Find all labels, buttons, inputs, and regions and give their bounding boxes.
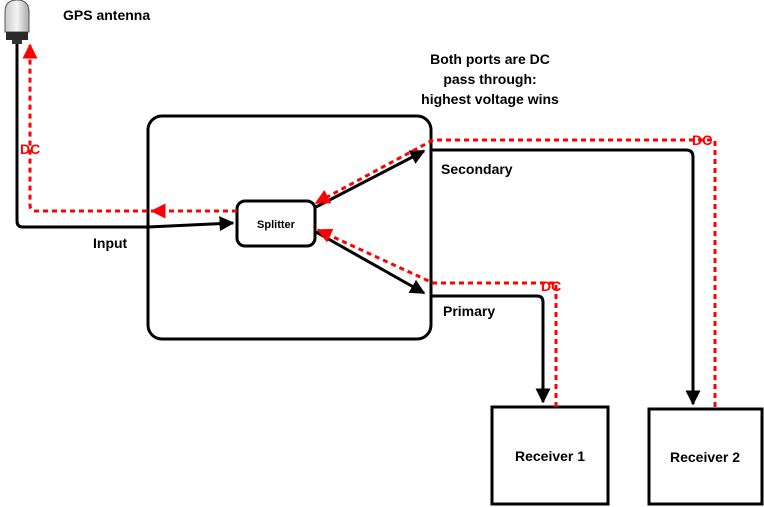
receiver-2-box [647, 407, 764, 506]
gps-antenna-label: GPS antenna [63, 7, 150, 23]
secondary-to-receiver-2-wire [431, 148, 701, 406]
receiver-1-label: Receiver 1 [515, 448, 585, 464]
dc-label-primary: DC [541, 278, 561, 294]
splitter-to-secondary-wire [315, 149, 426, 209]
port-label-primary: Primary [443, 303, 495, 319]
receiver-2-label: Receiver 2 [670, 449, 740, 465]
splitter-box [235, 199, 317, 248]
port-label-input: Input [93, 235, 128, 251]
dc-receiver-1-path [316, 228, 558, 407]
note-line-1: Both ports are DC [430, 51, 550, 67]
port-label-secondary: Secondary [441, 161, 513, 177]
splitter-label: Splitter [257, 219, 296, 231]
dc-paths [22, 43, 717, 407]
dc-label-secondary: DC [692, 132, 712, 148]
gps-antenna-icon [4, 0, 30, 44]
signal-wires [15, 44, 701, 406]
primary-to-receiver-1-wire [431, 294, 551, 404]
antenna-to-input-wire [15, 44, 235, 232]
dc-receiver-2-path [314, 138, 717, 407]
dc-to-antenna-path [22, 43, 237, 213]
note-line-3: highest voltage wins [421, 91, 559, 107]
note-line-2: pass through: [443, 71, 536, 87]
dc-label-antenna: DC [20, 141, 40, 157]
splitter-to-primary-wire [315, 230, 426, 295]
dc-pass-note: Both ports are DC pass through: highest … [421, 51, 559, 107]
receiver-1-box [490, 405, 610, 506]
